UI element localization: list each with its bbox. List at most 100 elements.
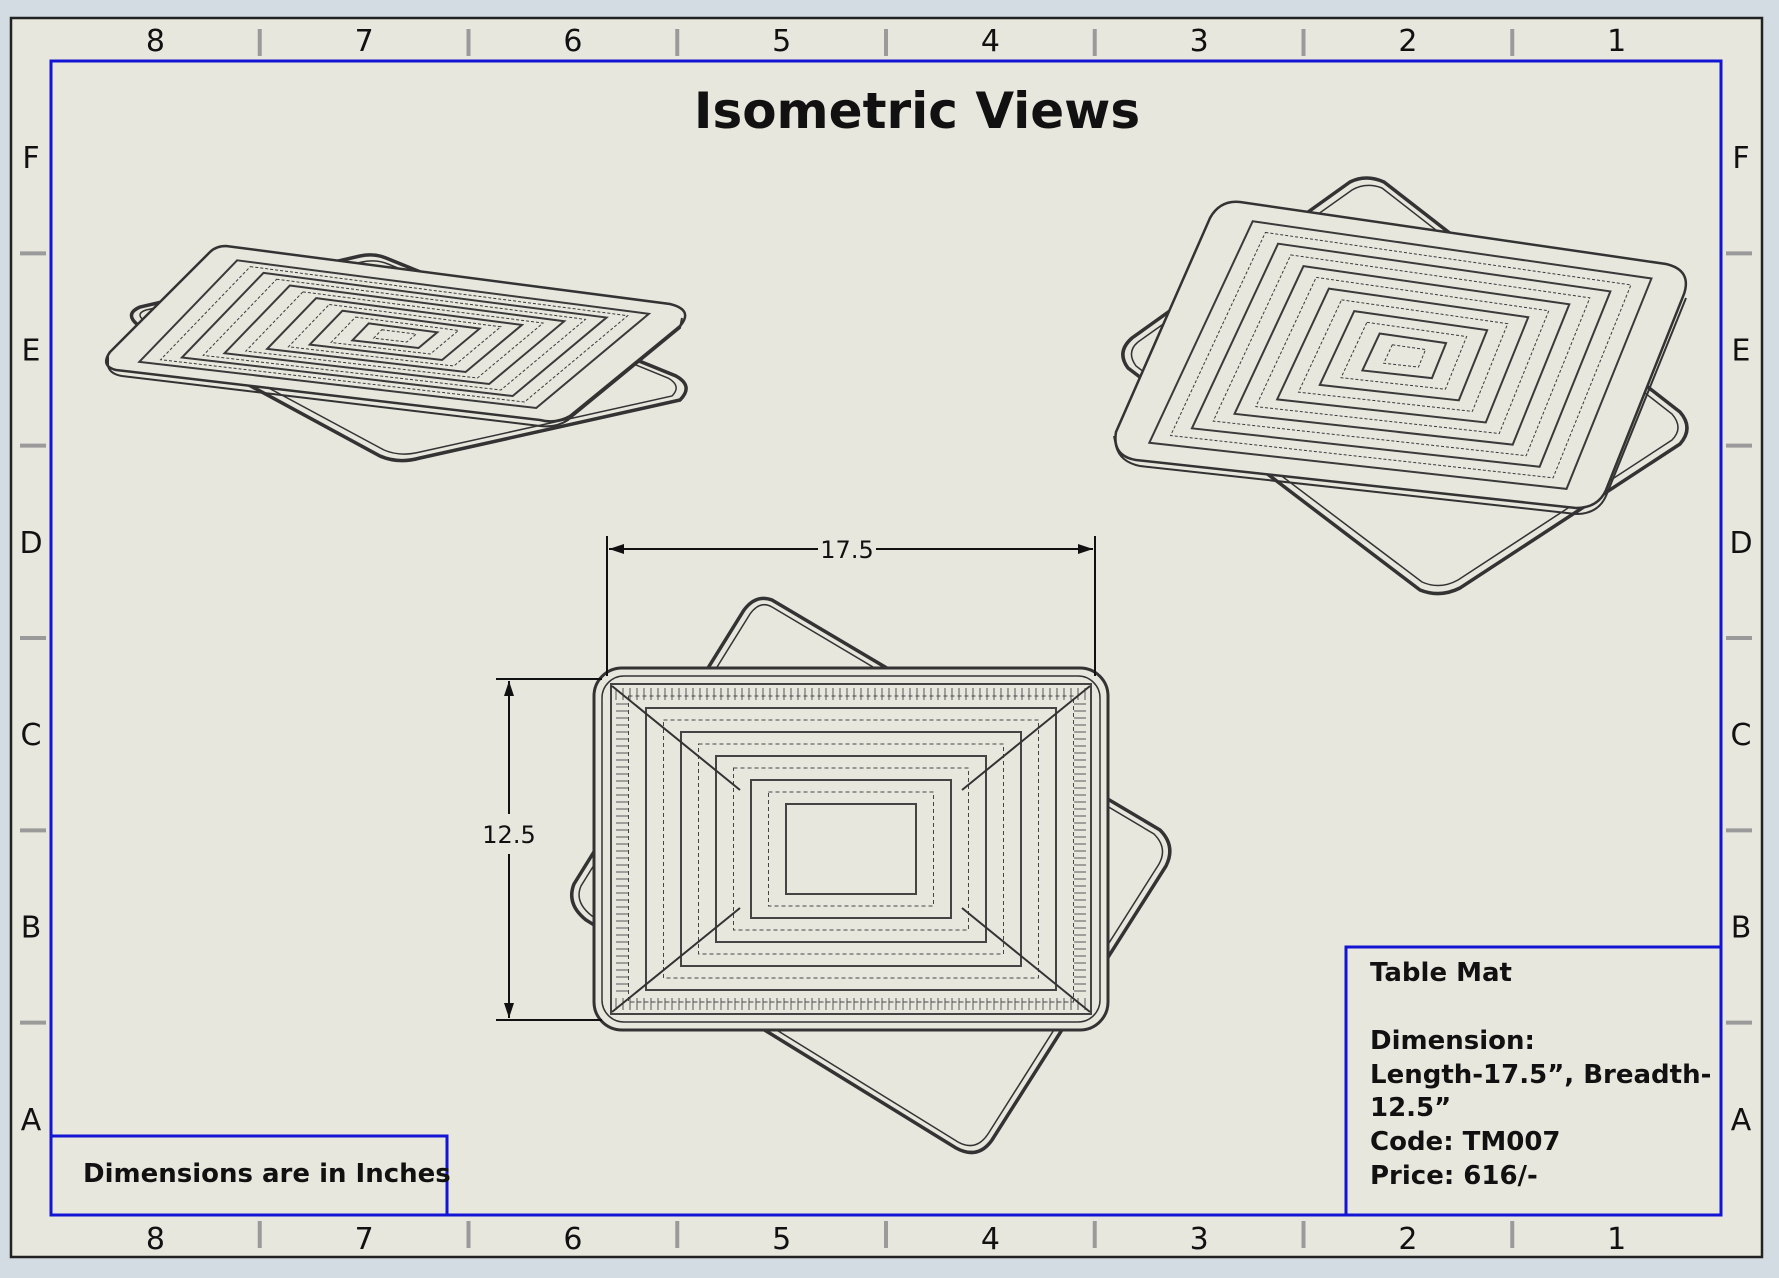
arrowhead <box>504 681 514 696</box>
zone-column-label: 8 <box>146 1222 165 1257</box>
weave-ring <box>715 755 987 943</box>
weave-ring <box>1275 287 1530 424</box>
zone-column-label: 6 <box>563 1222 582 1257</box>
weave-ring <box>1147 220 1653 491</box>
mat-frame-lower <box>570 596 1172 1155</box>
title-block-line-breadth: 12.5” <box>1370 1093 1451 1123</box>
mat-frame-lower <box>129 253 688 463</box>
dimension-breadth-value: 12.5 <box>482 821 535 849</box>
weave-ring <box>785 803 917 895</box>
mat-frame-lower-inner <box>578 603 1164 1147</box>
sheet-title: Isometric Views <box>694 82 1140 140</box>
mat-frame-lower-inner <box>1130 184 1679 587</box>
weave-ring <box>1360 332 1448 380</box>
weave-ring <box>330 316 460 355</box>
zone-row-label: C <box>21 718 42 753</box>
weave-ring <box>265 297 525 374</box>
title-block <box>1344 945 1723 1217</box>
title-block-name: Table Mat <box>1370 958 1512 988</box>
zone-column-label: 8 <box>146 24 165 59</box>
zone-row-label: F <box>1732 141 1749 176</box>
mat-body <box>592 666 1110 1032</box>
weave-ring <box>222 284 567 386</box>
zone-column-label: 3 <box>1190 24 1209 59</box>
miter-line <box>611 685 741 791</box>
miter-line <box>961 685 1091 791</box>
weave-ring <box>1233 265 1571 446</box>
weave-ring <box>1382 344 1427 368</box>
zone-column-label: 6 <box>563 24 582 59</box>
weave-ring <box>202 278 587 391</box>
weave-ring <box>350 322 440 350</box>
weave-ring <box>1255 276 1550 435</box>
mat-frame-lower-inner <box>139 260 677 455</box>
weave-ring <box>179 271 609 398</box>
mat-body <box>1114 200 1688 510</box>
miter-line <box>961 907 1091 1013</box>
weave-ring <box>1169 231 1632 479</box>
weave-ring <box>1212 254 1591 457</box>
weave-ring <box>645 707 1057 991</box>
zone-row-label: E <box>1732 334 1751 369</box>
mat-weave-rings <box>610 683 1092 1015</box>
zone-column-label: 3 <box>1190 1222 1209 1257</box>
weave-ring <box>137 259 652 410</box>
zone-column-label: 7 <box>355 24 374 59</box>
isometric-view-right <box>1113 176 1689 596</box>
weave-ring <box>1190 242 1612 468</box>
zone-row-label: D <box>19 526 42 561</box>
weave-ring <box>733 767 969 931</box>
zone-column-label: 7 <box>355 1222 374 1257</box>
mat-frame-lower <box>1121 176 1689 596</box>
zone-row-label: F <box>22 141 39 176</box>
mat-body-inner <box>601 675 1101 1023</box>
zone-row-label: D <box>1729 526 1752 561</box>
zone-row-label: C <box>1731 718 1752 753</box>
title-block-line-code: Code: TM007 <box>1370 1127 1561 1157</box>
arrowhead <box>504 1003 514 1018</box>
mat-weave-rings <box>1147 220 1653 491</box>
zone-column-label: 4 <box>981 1222 1000 1257</box>
dimension-length <box>606 536 1096 676</box>
mat-body-edge <box>1113 297 1687 516</box>
zone-column-label: 4 <box>981 24 1000 59</box>
mat-weave-rings <box>137 259 652 410</box>
weave-ring <box>287 303 502 367</box>
zone-row-label: A <box>21 1103 42 1138</box>
arrowhead <box>1078 544 1093 554</box>
weave-ring <box>307 309 483 362</box>
title-block-line-price: Price: 616/- <box>1370 1161 1538 1191</box>
weave-ring <box>750 779 952 919</box>
title-block-line-length: Length-17.5”, Breadth- <box>1370 1060 1711 1090</box>
weave-ring <box>663 719 1039 979</box>
title-block-line-dimension: Dimension: <box>1370 1026 1535 1056</box>
weave-ring <box>1340 321 1468 390</box>
zone-row-label: E <box>22 334 41 369</box>
dimension-length-value: 17.5 <box>820 536 873 564</box>
zone-column-label: 1 <box>1607 1222 1626 1257</box>
weave-ring <box>698 743 1004 955</box>
weave-ring <box>628 695 1074 1003</box>
weave-ring <box>159 266 629 403</box>
units-note-box <box>49 1134 449 1217</box>
arrowhead <box>609 544 624 554</box>
weave-ring <box>680 731 1022 967</box>
mat-body <box>104 244 687 423</box>
zone-column-label: 2 <box>1398 1222 1417 1257</box>
units-note: Dimensions are in Inches <box>83 1159 451 1189</box>
weave-ring <box>768 791 934 907</box>
zone-column-label: 1 <box>1607 24 1626 59</box>
weave-ring <box>610 683 1092 1015</box>
weave-ring <box>372 329 418 343</box>
zone-marks <box>20 29 1752 1248</box>
isometric-view-left <box>104 244 688 463</box>
zone-row-label: B <box>21 911 42 946</box>
weave-ring <box>1318 309 1489 402</box>
row-labels-left: F E D C B A <box>19 141 42 1138</box>
dimension-breadth <box>496 678 602 1021</box>
